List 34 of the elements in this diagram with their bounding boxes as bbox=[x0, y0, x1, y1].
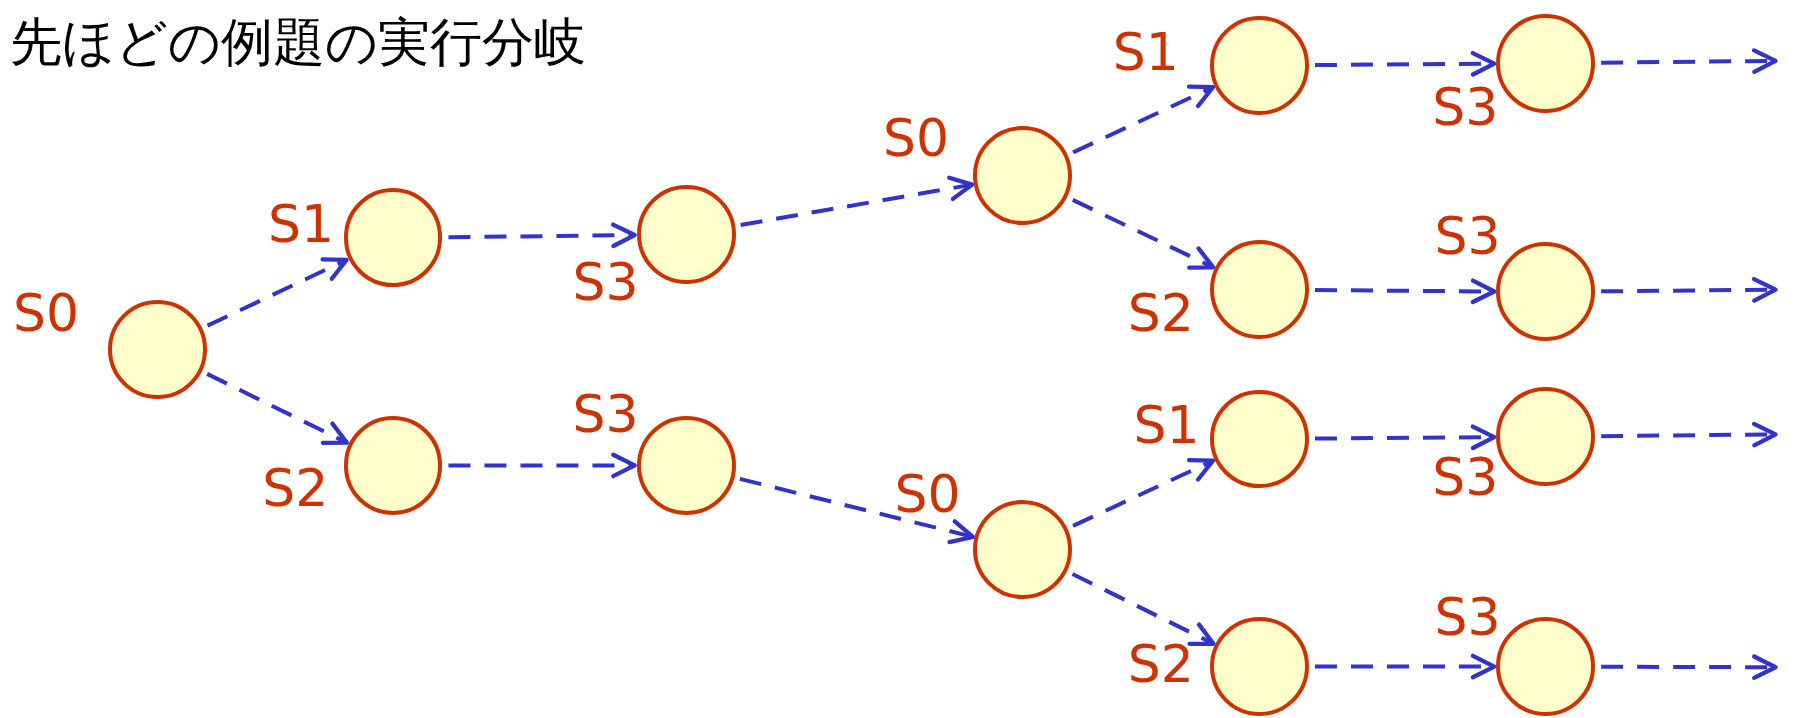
arrow bbox=[739, 476, 976, 545]
state-label: S1 bbox=[268, 198, 335, 251]
arrow bbox=[1071, 198, 1216, 270]
state-label: S1 bbox=[1133, 399, 1200, 452]
state-label: S2 bbox=[1127, 286, 1194, 339]
state-label: S0 bbox=[12, 286, 79, 339]
arrow bbox=[448, 222, 637, 249]
arrow bbox=[1601, 48, 1778, 74]
state-label: S2 bbox=[262, 462, 329, 515]
arrow bbox=[1314, 424, 1497, 451]
arrow bbox=[206, 257, 349, 328]
state-label: S0 bbox=[882, 111, 949, 164]
arrow bbox=[1071, 572, 1216, 646]
state-label: S0 bbox=[894, 468, 961, 521]
arrow bbox=[1072, 457, 1216, 528]
arrow bbox=[1601, 276, 1778, 303]
arrow bbox=[1315, 653, 1497, 680]
state-label: S3 bbox=[1434, 209, 1501, 262]
arrow bbox=[206, 372, 350, 445]
arrow bbox=[1072, 84, 1216, 155]
state-label: S3 bbox=[1434, 591, 1501, 644]
state-label: S1 bbox=[1112, 25, 1179, 78]
state-label: S2 bbox=[1127, 638, 1194, 691]
arrow bbox=[1601, 654, 1778, 681]
state-label: S3 bbox=[572, 387, 639, 440]
arrow bbox=[1601, 421, 1778, 448]
title: 先ほどの例題の実行分岐 bbox=[10, 14, 586, 72]
state-label: S3 bbox=[1432, 450, 1499, 503]
arrow bbox=[1314, 278, 1497, 305]
arrow bbox=[1314, 50, 1497, 77]
arrow bbox=[740, 175, 975, 227]
arrow bbox=[448, 452, 637, 479]
state-label: S3 bbox=[572, 255, 639, 308]
state-label: S3 bbox=[1432, 80, 1499, 133]
